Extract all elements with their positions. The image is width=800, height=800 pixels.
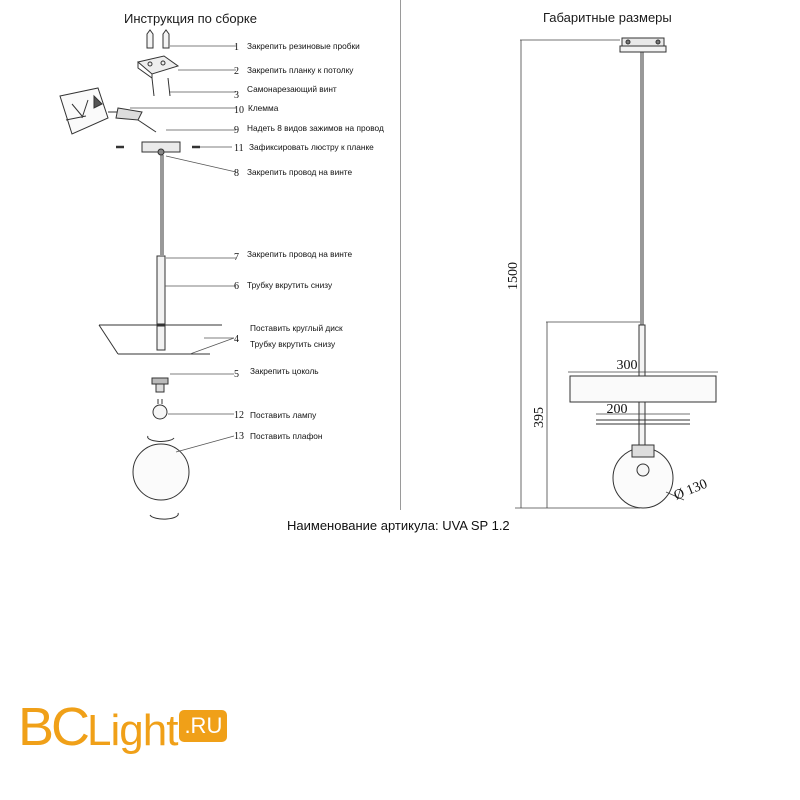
step-7: 7 Закрепить провод на винте	[234, 249, 352, 263]
svg-text:13: 13	[234, 431, 244, 442]
svg-text:Закрепить провод на винте: Закрепить провод на винте	[247, 167, 352, 177]
assembly-title: Инструкция по сборке	[124, 11, 257, 26]
svg-text:Поставить лампу: Поставить лампу	[250, 410, 317, 420]
svg-text:3: 3	[234, 90, 239, 101]
article-name: Наименование артикула: UVA SP 1.2	[287, 518, 510, 533]
bulb-drawing	[152, 404, 168, 420]
connector-detail-drawing	[59, 87, 157, 135]
step-8: 8 Закрепить провод на винте	[234, 167, 352, 179]
shade-drawing	[132, 443, 190, 501]
svg-text:Поставить круглый диск: Поставить круглый диск	[250, 323, 343, 333]
svg-text:Трубку вкрутить снизу: Трубку вкрутить снизу	[250, 339, 336, 349]
bclight-logo: BCLight.RU	[18, 696, 228, 757]
dim-disc-outer: 300	[617, 358, 638, 373]
step-1: 1 Закрепить резиновые пробки	[234, 41, 360, 53]
logo-part-light: Light	[87, 706, 178, 755]
svg-text:11: 11	[234, 143, 244, 154]
panel-divider	[400, 0, 401, 510]
step-9: 9 Надеть 8 видов зажимов на провод	[234, 123, 384, 136]
svg-text:8: 8	[234, 168, 239, 179]
svg-text:2: 2	[234, 66, 239, 77]
svg-text:Клемма: Клемма	[248, 103, 279, 113]
svg-text:7: 7	[234, 252, 239, 263]
tube-drawing	[156, 255, 166, 325]
svg-text:Закрепить цоколь: Закрепить цоколь	[250, 366, 319, 376]
svg-text:Надеть 8 видов зажимов на пров: Надеть 8 видов зажимов на провод	[247, 123, 384, 133]
step-6: 6 Трубку вкрутить снизу	[234, 280, 333, 292]
dim-shade-diameter: Ø 130	[672, 477, 710, 504]
step-10: 10 Клемма	[234, 103, 279, 116]
svg-text:Самонарезающий винт: Самонарезающий винт	[247, 84, 337, 94]
dim-lamp-height: 395	[532, 407, 547, 428]
step-5: 5 Закрепить цоколь	[234, 366, 319, 380]
svg-text:Закрепить резиновые пробки: Закрепить резиновые пробки	[247, 41, 360, 51]
svg-text:1: 1	[234, 42, 239, 53]
svg-text:4: 4	[234, 334, 239, 345]
logo-part-bc: BC	[18, 697, 90, 757]
dim-disc-drawing	[569, 375, 717, 403]
dim-disc-inner: 200	[607, 402, 628, 417]
step-12: 12 Поставить лампу	[234, 410, 317, 421]
dimensions-title: Габаритные размеры	[543, 10, 672, 25]
round-disc-drawing	[98, 324, 222, 355]
step-11: 11 Зафиксировать люстру к планке	[234, 142, 374, 154]
svg-text:Закрепить планку к потолку: Закрепить планку к потолку	[247, 65, 354, 75]
svg-text:10: 10	[234, 105, 244, 116]
svg-text:12: 12	[234, 410, 244, 421]
canopy-drawing	[116, 141, 200, 156]
step-3: 3 Самонарезающий винт	[234, 84, 337, 101]
svg-text:Закрепить провод на винте: Закрепить провод на винте	[247, 249, 352, 259]
dim-total-height: 1500	[506, 262, 521, 290]
step-13: 13 Поставить плафон	[234, 431, 323, 442]
svg-text:9: 9	[234, 125, 239, 136]
step-2: 2 Закрепить планку к потолку	[234, 65, 354, 77]
mounting-bracket-drawing	[136, 55, 180, 79]
svg-text:Поставить плафон: Поставить плафон	[250, 431, 323, 441]
dimension-diagram: 1500 395 300 200 Ø 130	[506, 37, 718, 509]
screw-drawing	[151, 77, 171, 97]
svg-text:6: 6	[234, 281, 239, 292]
svg-text:Трубку вкрутить снизу: Трубку вкрутить снизу	[247, 280, 333, 290]
svg-text:Зафиксировать люстру к планке: Зафиксировать люстру к планке	[249, 142, 374, 152]
rubber-plug-drawing	[146, 29, 170, 49]
logo-part-ru: .RU	[179, 710, 228, 742]
svg-text:5: 5	[234, 369, 239, 380]
